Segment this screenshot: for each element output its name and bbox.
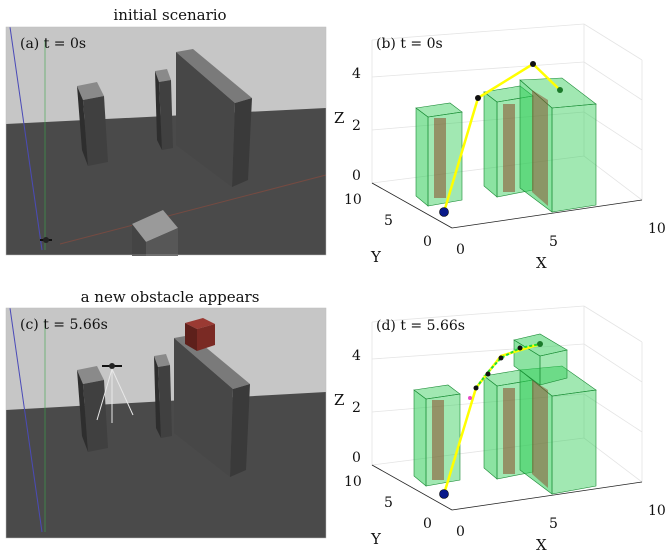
scene-c: [5, 307, 327, 539]
scene-c-pillar-1-front: [83, 380, 108, 452]
plot-d-obstacles: [413, 333, 597, 495]
plot-d-z-tick-0: 0: [352, 450, 361, 466]
scene-a-wall-front: [232, 98, 252, 187]
plot-d-x-tick-5: 5: [549, 516, 558, 532]
plot-d-z-label: Z: [334, 391, 344, 409]
plot-b-x-label: X: [536, 254, 547, 272]
scene-a-box-top: [132, 210, 178, 242]
plot-b-x-tick-0: 0: [456, 242, 465, 258]
scene-c-drone-icon: [96, 363, 134, 423]
scene-c-new-obstacle-top: [185, 318, 215, 329]
scene-c-axis-blue: [9, 307, 43, 533]
caption-new-obstacle: a new obstacle appears: [80, 288, 260, 306]
scene-c-pillar-1-top: [77, 366, 104, 384]
plot-b-x-tick-5: 5: [549, 234, 558, 250]
plot-b-obstacles: [415, 77, 597, 213]
plot-b-goal: [557, 87, 563, 93]
scene-c-pillar-2-front: [158, 365, 172, 438]
scene-a-wall-side: [176, 52, 235, 187]
scene-c-wall-side: [174, 338, 233, 477]
scene-c-wall-front: [230, 384, 250, 477]
plot-d-goal: [537, 341, 543, 347]
plot-b-x-tick-10: 10: [648, 221, 666, 237]
scene-a: [5, 26, 327, 256]
plot-d-waypoint: [498, 355, 504, 361]
scene-a-wall-top: [176, 49, 252, 103]
scene-a-drone-icon: [40, 237, 52, 243]
caption-initial-scenario: initial scenario: [113, 6, 227, 24]
plot-d-y-tick-10: 10: [344, 474, 362, 490]
scene-a-axis-blue: [9, 26, 43, 251]
plot-d-z-tick-2: 2: [352, 400, 361, 416]
scene-c-new-obstacle-front: [197, 324, 215, 351]
plot-d-x-tick-0: 0: [456, 524, 465, 540]
scene-a-box-front: [146, 228, 178, 256]
scene-a-box-side: [132, 224, 146, 256]
scene-a-pillar-1-front: [83, 96, 108, 166]
plot-b-y-tick-5: 5: [384, 213, 393, 229]
scene-a-pillar-2-front: [159, 80, 173, 150]
plot-b-waypoint: [475, 95, 481, 101]
scene-a-pillar-1-side: [77, 86, 88, 166]
plot-d-path: [439, 341, 543, 499]
plot-b-axes: [371, 182, 643, 229]
panel-c-label: (c) t = 5.66s: [20, 317, 108, 333]
plot-b-path: [439, 61, 563, 217]
plot-b-z-tick-4: 4: [352, 66, 361, 82]
scene-c-new-obstacle-side: [185, 323, 197, 351]
plot-d-axes: [371, 464, 643, 511]
plot-d-y-tick-0: 0: [423, 516, 432, 532]
plot-b-path-line: [442, 62, 561, 213]
panel-a-label: (a) t = 0s: [20, 36, 86, 52]
plot-b-start: [439, 207, 449, 217]
plot-b-y-tick-10: 10: [344, 192, 362, 208]
panel-b-label: (b) t = 0s: [376, 36, 443, 52]
plot-b-z-tick-0: 0: [352, 168, 361, 184]
plot-d-start: [439, 489, 449, 499]
plot-b-z-tick-2: 2: [352, 118, 361, 134]
plot-b-waypoint: [530, 61, 536, 67]
plot-d-z-tick-4: 4: [352, 348, 361, 364]
plot-b-y-label: Y: [370, 248, 382, 266]
scene-a-pillar-2-top: [155, 69, 171, 82]
plot-d-x-tick-10: 10: [648, 503, 666, 519]
scene-c-pillar-1-side: [77, 370, 88, 452]
scene-a-pillar-1-top: [77, 82, 104, 100]
plot-d-y-label: Y: [370, 530, 382, 548]
plot-b-z-label: Z: [334, 109, 344, 127]
plot-d-x-label: X: [536, 536, 547, 554]
scene-c-pillar-2-side: [154, 356, 161, 438]
plot-b-y-tick-0: 0: [423, 234, 432, 250]
plot-d-y-tick-5: 5: [384, 495, 393, 511]
plot-d-current-position: [468, 396, 472, 400]
scene-a-axis-red: [59, 174, 327, 245]
scene-a-pillar-2-side: [155, 71, 162, 150]
plot-d-waypoint: [473, 385, 479, 391]
scene-c-pillar-2-top: [154, 354, 170, 367]
plot-d-waypoint: [485, 371, 491, 377]
plot-d-replanned-path: [475, 343, 541, 389]
panel-d-label: (d) t = 5.66s: [376, 318, 465, 334]
plot-d-waypoint: [517, 345, 523, 351]
